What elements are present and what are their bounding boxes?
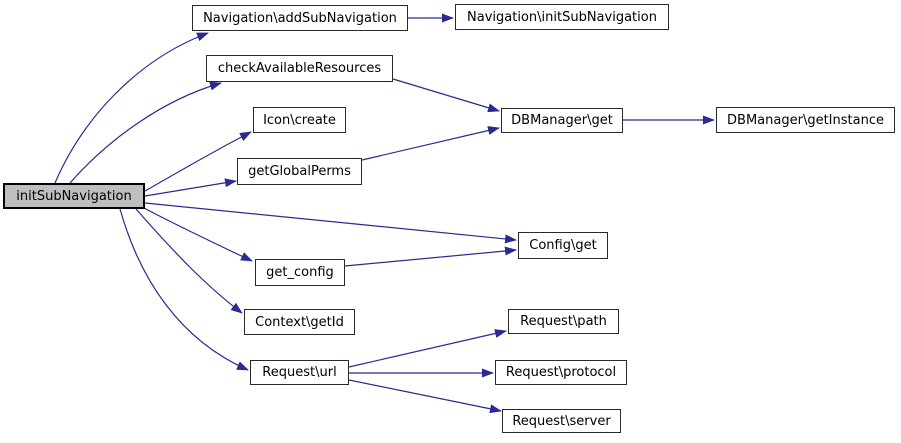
node-context-get-id[interactable]: Context\getId [244,309,355,335]
edge-request-url-to-request-path [348,329,507,368]
node-request-protocol[interactable]: Request\protocol [495,360,627,385]
edge-init-sub-navigation-to-config-get [144,202,517,244]
edge-check-available-resources-to-dbmanager-get [392,78,500,113]
node-config-get[interactable]: Config\get [518,232,608,259]
edge-init-sub-navigation-to-get-config [143,207,253,262]
edge-init-sub-navigation-to-get-global-perms [144,178,237,197]
node-request-server[interactable]: Request\server [502,409,621,433]
node-dbmanager-get-instance[interactable]: DBManager\getInstance [716,107,895,133]
edge-init-sub-navigation-to-navigation-add-sub-navigation [54,32,209,184]
node-dbmanager-get[interactable]: DBManager\get [501,108,623,133]
node-icon-create[interactable]: Icon\create [253,107,346,133]
edge-get-config-to-config-get [344,246,517,267]
node-check-available-resources[interactable]: checkAvailableResources [206,55,393,82]
edge-request-url-to-request-server [348,379,502,414]
node-get-global-perms[interactable]: getGlobalPerms [237,158,362,185]
node-navigation-add-sub-navigation[interactable]: Navigation\addSubNavigation [192,5,408,31]
node-request-path[interactable]: Request\path [508,309,619,334]
node-navigation-init-sub-navigation[interactable]: Navigation\initSubNavigation [455,4,669,30]
node-init-sub-navigation: initSubNavigation [3,183,145,209]
edge-init-sub-navigation-to-context-get-id [135,208,243,314]
edge-init-sub-navigation-to-check-available-resources [69,81,222,184]
node-request-url[interactable]: Request\url [250,360,349,385]
node-get-config[interactable]: get_config [255,259,345,286]
edge-init-sub-navigation-to-icon-create [144,131,252,192]
edge-init-sub-navigation-to-request-url [119,208,249,371]
edge-get-global-perms-to-dbmanager-get [361,126,500,161]
